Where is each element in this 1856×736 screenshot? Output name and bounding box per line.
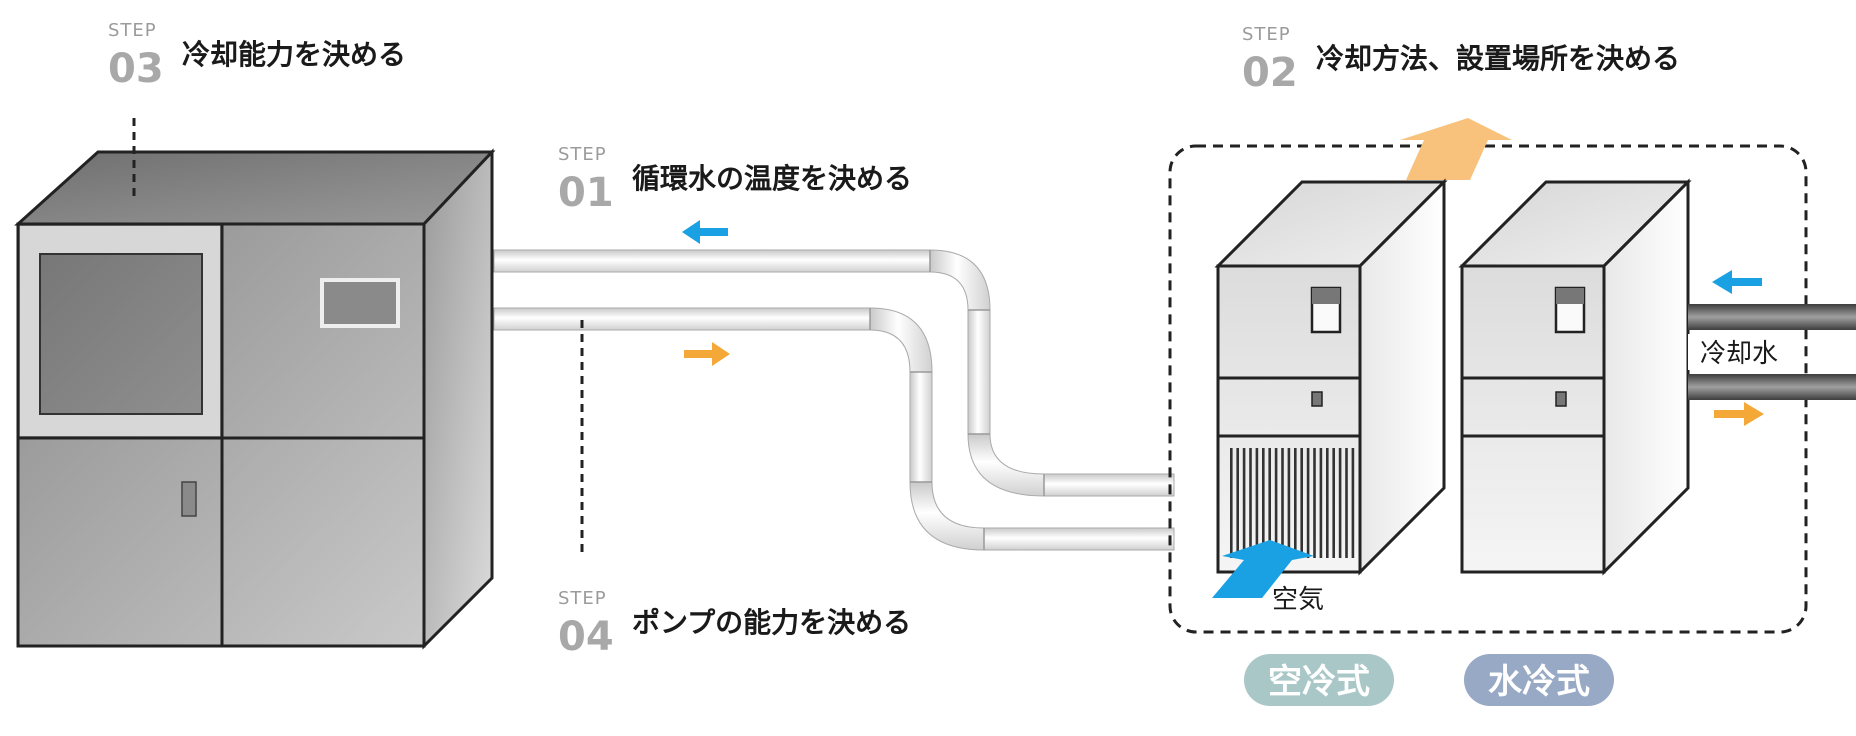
piping [493,249,1175,551]
air-intake-arrow [1212,540,1314,598]
step-03-title: 冷却能力を決める [182,38,406,71]
step-01-title: 循環水の温度を決める [632,162,912,195]
step-03-caption: STEP [108,20,157,41]
cooling-water-label: 冷却水 [1700,339,1778,369]
machine-door-handle [181,481,197,517]
air-cooled-chiller [1214,178,1448,576]
return-flow-arrow [682,220,728,244]
vent-slat [1268,448,1271,558]
step-04-number: 04 [558,614,614,660]
vent-slat [1249,448,1252,558]
step-02-caption: STEP [1242,24,1291,45]
vent-slat [1242,448,1246,558]
water-cooled-badge-label: 水冷式 [1488,662,1590,702]
machine-screen [39,253,203,415]
vent-slat [1326,448,1329,558]
step-04-title: ポンプの能力を決める [632,606,911,639]
vent-slat [1287,448,1291,558]
vent-slat [1313,448,1316,558]
step-01-label: STEP 01 循環水の温度を決める [558,144,912,216]
cooling-water-out-arrow [1714,402,1764,426]
vent-slat [1255,448,1259,558]
step-01-number: 01 [558,170,614,216]
vent-slat [1281,448,1284,558]
vent-slat [1332,448,1335,558]
exhaust-air-arrow [1400,118,1512,180]
air-chiller-vents [1230,448,1355,558]
machine-display-panel [320,278,400,328]
process-machine [14,148,496,650]
air-cooled-badge-label: 空冷式 [1268,662,1370,702]
step-04-caption: STEP [558,588,607,609]
step-03-number: 03 [108,46,164,92]
air-cooled-badge: 空冷式 [1244,654,1394,706]
vent-slat [1236,448,1239,558]
vent-slat [1306,448,1310,558]
vent-slat [1345,448,1348,558]
step-02-title: 冷却方法、設置場所を決める [1316,42,1680,75]
air-label: 空気 [1272,585,1324,615]
step-02-label: STEP 02 冷却方法、設置場所を決める [1242,24,1680,96]
cooling-water-in-arrow [1712,270,1762,294]
vent-slat [1274,448,1278,558]
vent-slat [1294,448,1297,558]
vent-slat [1230,448,1233,558]
vent-slat [1338,448,1342,558]
vent-slat [1300,448,1303,558]
step-01-caption: STEP [558,144,607,165]
step-03-label: STEP 03 冷却能力を決める [108,20,406,92]
cooling-water-pipes [1688,304,1856,400]
water-cooled-chiller [1458,178,1692,576]
vent-slat [1319,448,1323,558]
air-cooled-badge-bg [1244,654,1394,706]
step-04-label: STEP 04 ポンプの能力を決める [558,588,911,660]
step-02-number: 02 [1242,50,1298,96]
vent-slat [1262,448,1265,558]
supply-flow-arrow [684,342,730,366]
vent-slat [1351,448,1355,558]
water-cooled-badge-bg [1464,654,1614,706]
water-cooled-badge: 水冷式 [1464,654,1614,706]
